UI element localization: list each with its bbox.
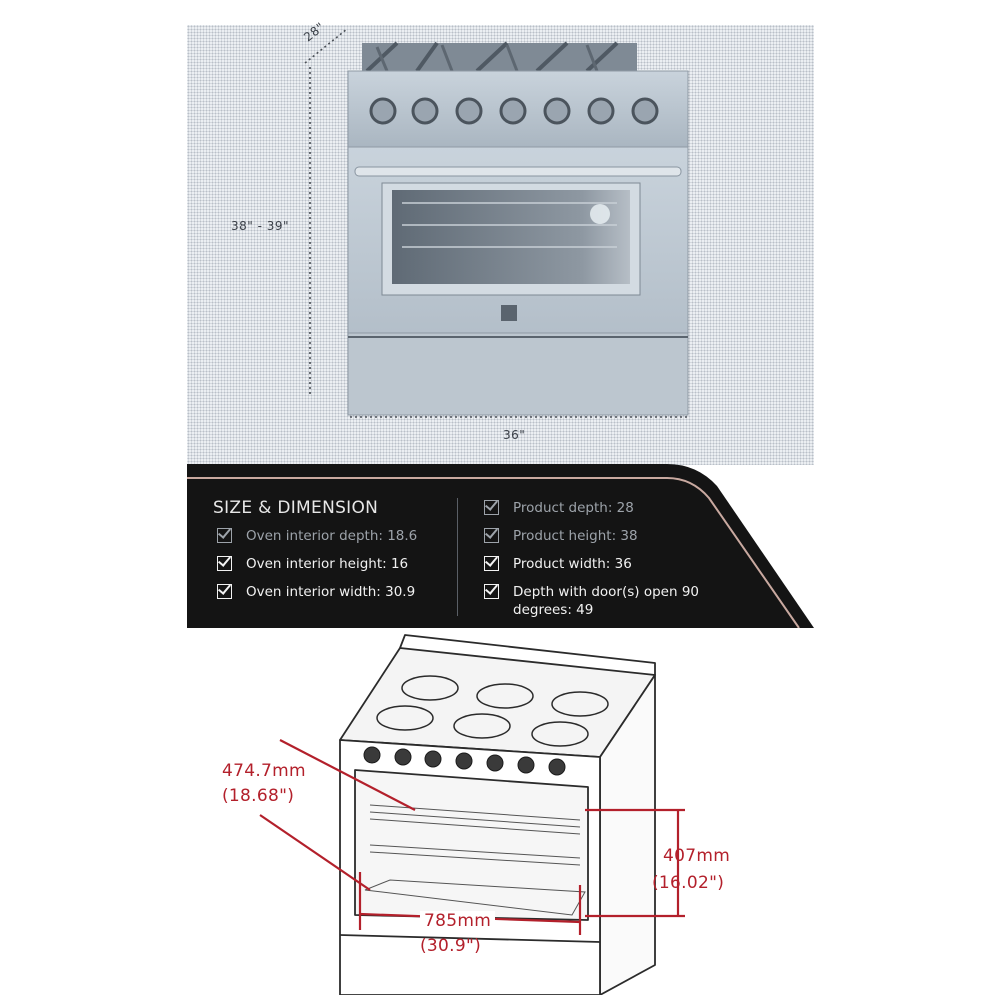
spec-panel-title: SIZE & DIMENSION [213,498,379,518]
spec-panel: SIZE & DIMENSION Oven interior depth: 18… [187,456,814,628]
knob-icon [424,750,442,768]
checkbox-icon [484,528,499,543]
checkbox-icon [217,528,232,543]
interior-height-mm-label: 407mm [663,846,731,866]
interior-width-in-label: (30.9") [420,936,482,956]
oven-interior-line-drawing [259,634,685,995]
knob-icon [543,97,571,125]
spec-item: Oven interior width: 30.9 [217,583,415,601]
interior-width-mm-label: 785mm [420,911,496,931]
checkbox-icon [484,500,499,515]
spec-item: Product depth: 28 [484,499,634,517]
oven-racks [402,202,617,248]
brand-badge [501,305,517,321]
range-photo-illustration [304,28,689,418]
knob-icon [517,756,535,774]
knob-icon [394,748,412,766]
spec-item-label: Oven interior width: 30.9 [246,584,416,600]
range-outline [339,634,656,995]
spec-item-label: Oven interior depth: 18.6 [246,528,418,544]
interior-depth-in-label: (18.68") [222,786,295,806]
spec-item-label: Oven interior height: 16 [246,556,409,572]
spec-item: Product width: 36 [484,555,632,573]
oven-light-icon [590,204,610,224]
checkbox-icon [484,556,499,571]
checkbox-icon [217,556,232,571]
control-knobs [363,746,566,776]
knob-icon [631,97,659,125]
knob-row [369,97,659,125]
spec-item: Oven interior height: 16 [217,555,408,573]
height-dimension-label: 38" - 39" [231,219,290,233]
spec-item: Oven interior depth: 18.6 [217,527,417,545]
knob-icon [587,97,615,125]
knob-icon [369,97,397,125]
width-dimension-label: 36" [503,428,526,442]
interior-height-in-label: (16.02") [652,873,725,893]
spec-item-label: Product height: 38 [513,528,638,544]
knob-icon [411,97,439,125]
checkbox-icon [217,584,232,599]
knob-icon [363,746,381,764]
knob-icon [499,97,527,125]
checkbox-icon [484,584,499,599]
spec-panel-background [187,464,814,628]
oven-racks [364,804,586,916]
knob-icon [486,754,504,772]
spec-item: Depth with door(s) open 90 degrees: 49 [484,583,714,619]
interior-depth-mm-label: 474.7mm [222,761,306,781]
oven-window [392,190,630,284]
knob-icon [455,752,473,770]
spec-divider [457,498,458,616]
bottom-drawer [347,332,689,416]
knob-icon [455,97,483,125]
product-photo: 28" 38" - 39" 36" [187,20,814,465]
oven-handle [354,166,682,177]
spec-item-label: Product depth: 28 [513,500,634,516]
knob-icon [548,758,566,776]
spec-item-label: Depth with door(s) open 90 degrees: 49 [513,584,700,618]
dimension-lines [304,28,687,418]
spec-item: Product height: 38 [484,527,638,545]
spec-item-label: Product width: 36 [513,556,632,572]
red-dimension-lines [259,739,685,935]
burners [376,675,609,747]
burner-grates [362,41,637,73]
